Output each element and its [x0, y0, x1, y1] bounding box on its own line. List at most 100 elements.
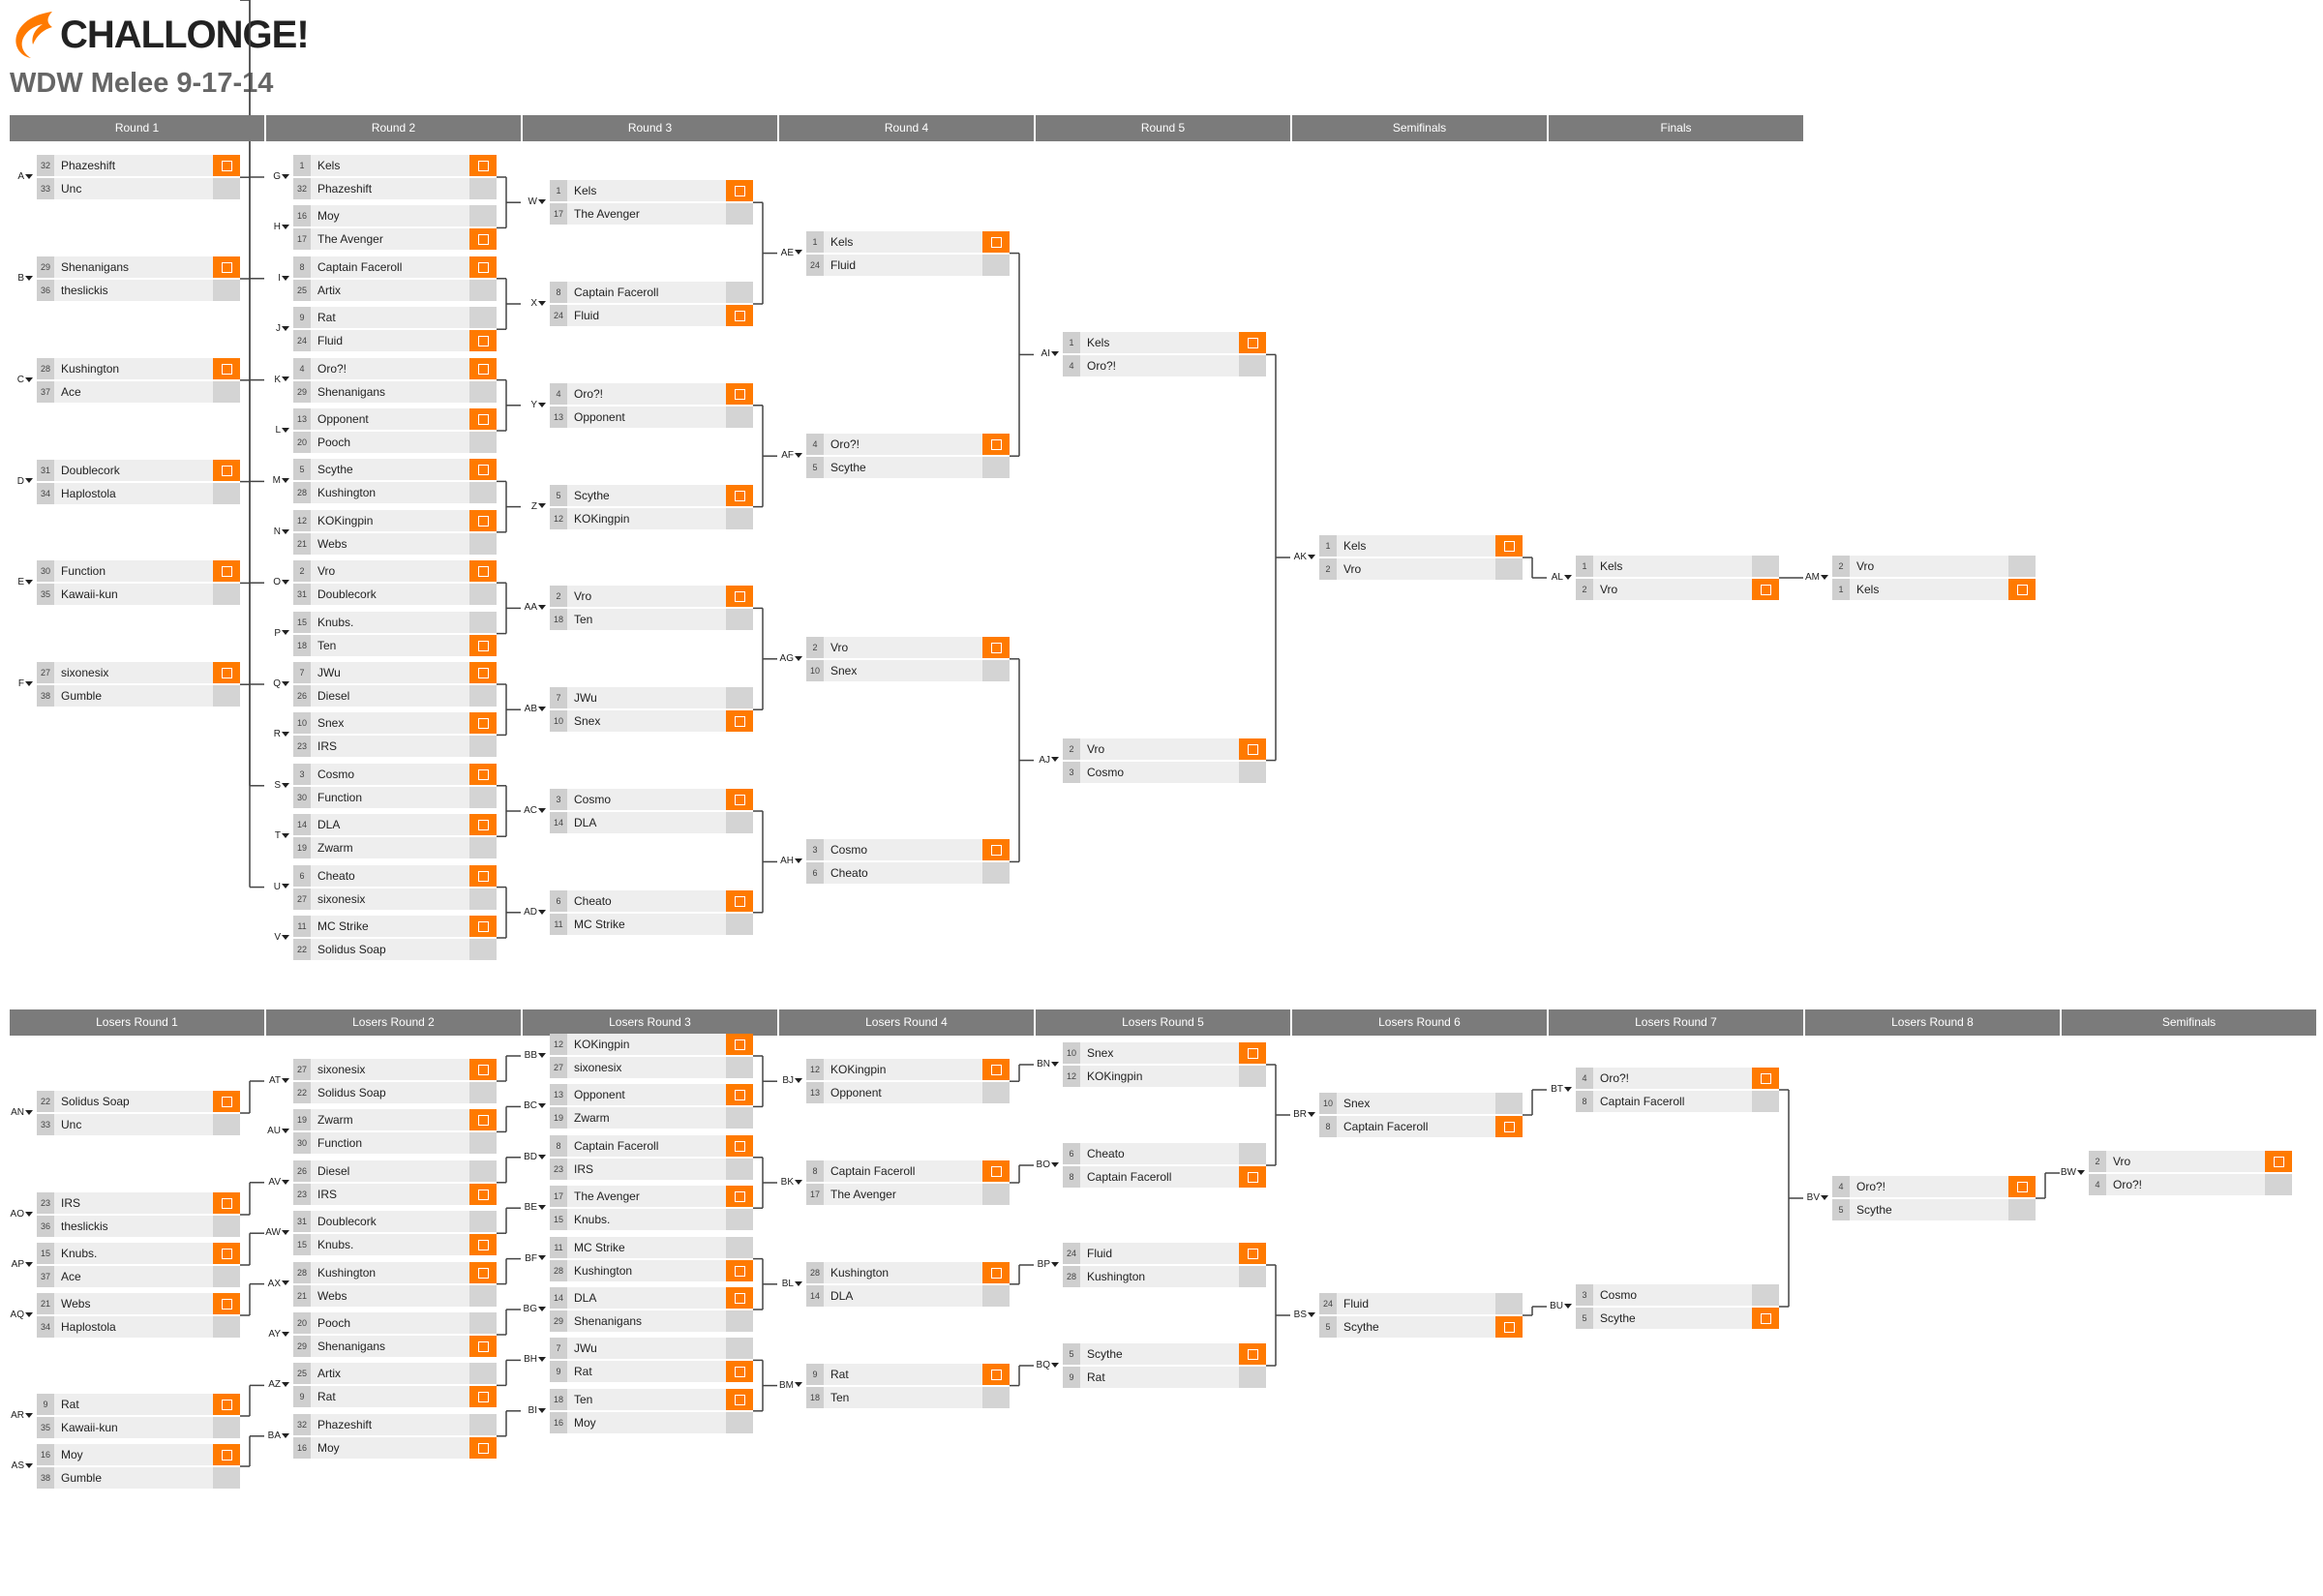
score-box[interactable]: [213, 1266, 240, 1287]
match-label[interactable]: I: [264, 269, 289, 288]
winner-score-box[interactable]: [726, 1084, 753, 1106]
winner-score-box[interactable]: [726, 1388, 753, 1410]
score-box[interactable]: [469, 482, 497, 504]
match-label[interactable]: F: [8, 675, 33, 694]
score-box[interactable]: [1239, 1143, 1266, 1164]
score-box[interactable]: [469, 1284, 497, 1307]
winner-score-box[interactable]: [2008, 579, 2036, 600]
score-box[interactable]: [469, 736, 497, 758]
match-label[interactable]: AO: [8, 1205, 33, 1224]
match-label[interactable]: Y: [521, 396, 546, 415]
match-label[interactable]: E: [8, 573, 33, 592]
winner-score-box[interactable]: [726, 180, 753, 202]
match-label[interactable]: Q: [264, 675, 289, 694]
winner-score-box[interactable]: [469, 763, 497, 785]
match-label[interactable]: BG: [521, 1300, 546, 1319]
score-box[interactable]: [1239, 761, 1266, 783]
winner-score-box[interactable]: [213, 1444, 240, 1465]
winner-score-box[interactable]: [213, 1192, 240, 1214]
match-label[interactable]: BV: [1803, 1189, 1828, 1208]
winner-score-box[interactable]: [1239, 1042, 1266, 1064]
score-box[interactable]: [213, 1114, 240, 1135]
score-box[interactable]: [726, 1107, 753, 1129]
score-box[interactable]: [469, 1211, 497, 1233]
match-label[interactable]: AE: [777, 244, 802, 263]
winner-score-box[interactable]: [1752, 1308, 1779, 1329]
winner-score-box[interactable]: [1239, 332, 1266, 354]
match-label[interactable]: BO: [1034, 1156, 1059, 1175]
match-label[interactable]: L: [264, 421, 289, 440]
score-box[interactable]: [1752, 556, 1779, 577]
winner-score-box[interactable]: [469, 1336, 497, 1357]
winner-score-box[interactable]: [213, 560, 240, 583]
winner-score-box[interactable]: [469, 155, 497, 176]
winner-score-box[interactable]: [982, 1160, 1010, 1182]
score-box[interactable]: [469, 532, 497, 555]
score-box[interactable]: [469, 1132, 497, 1155]
match-label[interactable]: W: [521, 193, 546, 212]
score-box[interactable]: [982, 457, 1010, 479]
score-box[interactable]: [726, 1158, 753, 1180]
winner-score-box[interactable]: [726, 382, 753, 405]
score-box[interactable]: [213, 280, 240, 301]
winner-score-box[interactable]: [726, 1186, 753, 1208]
match-label[interactable]: AZ: [264, 1375, 289, 1395]
match-label[interactable]: AN: [8, 1103, 33, 1123]
winner-score-box[interactable]: [1495, 535, 1523, 557]
match-label[interactable]: AC: [521, 801, 546, 821]
winner-score-box[interactable]: [213, 459, 240, 481]
match-label[interactable]: AL: [1547, 568, 1572, 587]
